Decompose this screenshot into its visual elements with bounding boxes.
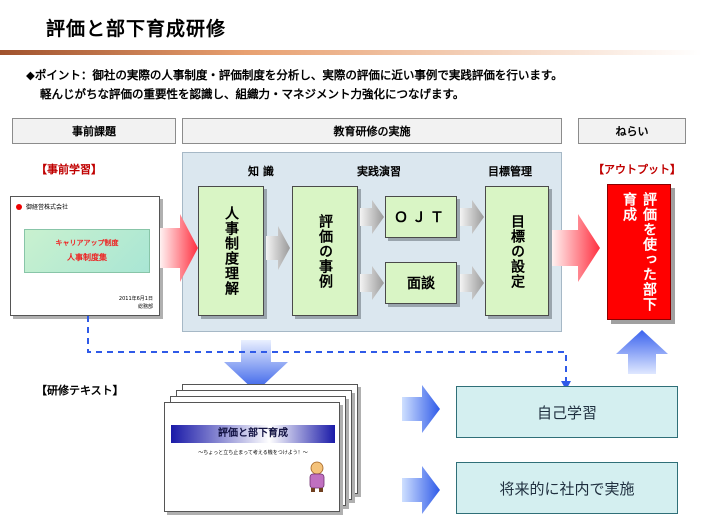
- arrow-training-to-text: [224, 340, 288, 392]
- dashed-connector: [87, 316, 567, 384]
- step-goal-setting-label: 目標の設定: [509, 213, 525, 289]
- doc-date: 2011年6月1日: [118, 296, 153, 302]
- arrow-case-to-interview: [360, 266, 384, 300]
- arrow-interview-to-goal: [460, 266, 484, 300]
- doc-banner-line1: キャリアアップ制度: [55, 239, 119, 247]
- doc-dept: 総務部: [137, 304, 153, 310]
- doc-company: 御経営株式会社: [26, 204, 69, 211]
- label-textbook: 【研修テキスト】: [36, 384, 124, 397]
- arrow-text-to-self-study: [402, 385, 440, 433]
- output-label: 評価を使った部下育成: [621, 192, 657, 312]
- step-goal-setting: 目標の設定: [485, 186, 549, 316]
- column-practice: 実践演習: [357, 165, 401, 178]
- point-line-1: ◆ポイント：御社の実際の人事制度・評価制度を分析し、実際の評価に近い事例で実践評…: [26, 68, 563, 82]
- column-goal-management: 目標管理: [488, 165, 532, 178]
- arrow-training-to-output: [552, 214, 600, 282]
- arrow-ojt-to-goal: [460, 200, 484, 234]
- character-illustration-icon: [309, 461, 325, 492]
- dashed-connector-head: [561, 381, 571, 390]
- textbook-title-bar: 評価と部下育成: [171, 425, 335, 443]
- textbook-cover: 評価と部下育成 ～ちょっと立ち止まって考える機をつけよう！～: [164, 402, 340, 512]
- column-knowledge: 知 識: [248, 165, 274, 178]
- arrow-self-study-to-output: [616, 330, 668, 374]
- result-future-in-house: 将来的に社内で実施: [456, 462, 678, 514]
- arrow-text-to-future: [402, 466, 440, 514]
- result-self-study: 自己学習: [456, 386, 678, 438]
- label-output: 【アウトプット】: [593, 163, 681, 176]
- doc-banner: キャリアアップ制度 人事制度集: [24, 229, 150, 273]
- point-line-2: 軽んじがちな評価の重要性を認識し、組織力・マネジメント力強化につなげます。: [40, 87, 465, 101]
- arrow-case-to-ojt: [360, 200, 384, 234]
- header-prework: 事前課題: [12, 118, 176, 144]
- step-case: 評価の事例: [292, 186, 358, 316]
- arrow-pre-to-training: [160, 214, 198, 282]
- step-case-label: 評価の事例: [317, 213, 333, 289]
- arrow-knowledge-to-case: [266, 226, 290, 270]
- step-hr-system-label: 人事制度理解: [223, 206, 239, 296]
- label-pre-study: 【事前学習】: [36, 163, 102, 176]
- step-hr-system: 人事制度理解: [198, 186, 264, 316]
- doc-banner-line2: 人事制度集: [67, 253, 107, 262]
- pre-study-document: 御経営株式会社 キャリアアップ制度 人事制度集 2011年6月1日 総務部: [10, 196, 160, 316]
- page-title: 評価と部下育成研修: [46, 18, 227, 40]
- title-divider: [0, 50, 702, 55]
- textbook-title: 評価と部下育成: [218, 428, 288, 439]
- header-implementation: 教育研修の実施: [182, 118, 562, 144]
- textbook-subtitle: ～ちょっと立ち止まって考える機をつけよう！～: [198, 450, 308, 456]
- step-ojt: ＯＪＴ: [385, 196, 457, 238]
- step-interview: 面談: [385, 262, 457, 304]
- company-logo-icon: [16, 204, 22, 210]
- header-aim: ねらい: [578, 118, 686, 144]
- output-box: 評価を使った部下育成: [607, 184, 671, 320]
- point-description: ◆ポイント：御社の実際の人事制度・評価制度を分析し、実際の評価に近い事例で実践評…: [26, 66, 563, 104]
